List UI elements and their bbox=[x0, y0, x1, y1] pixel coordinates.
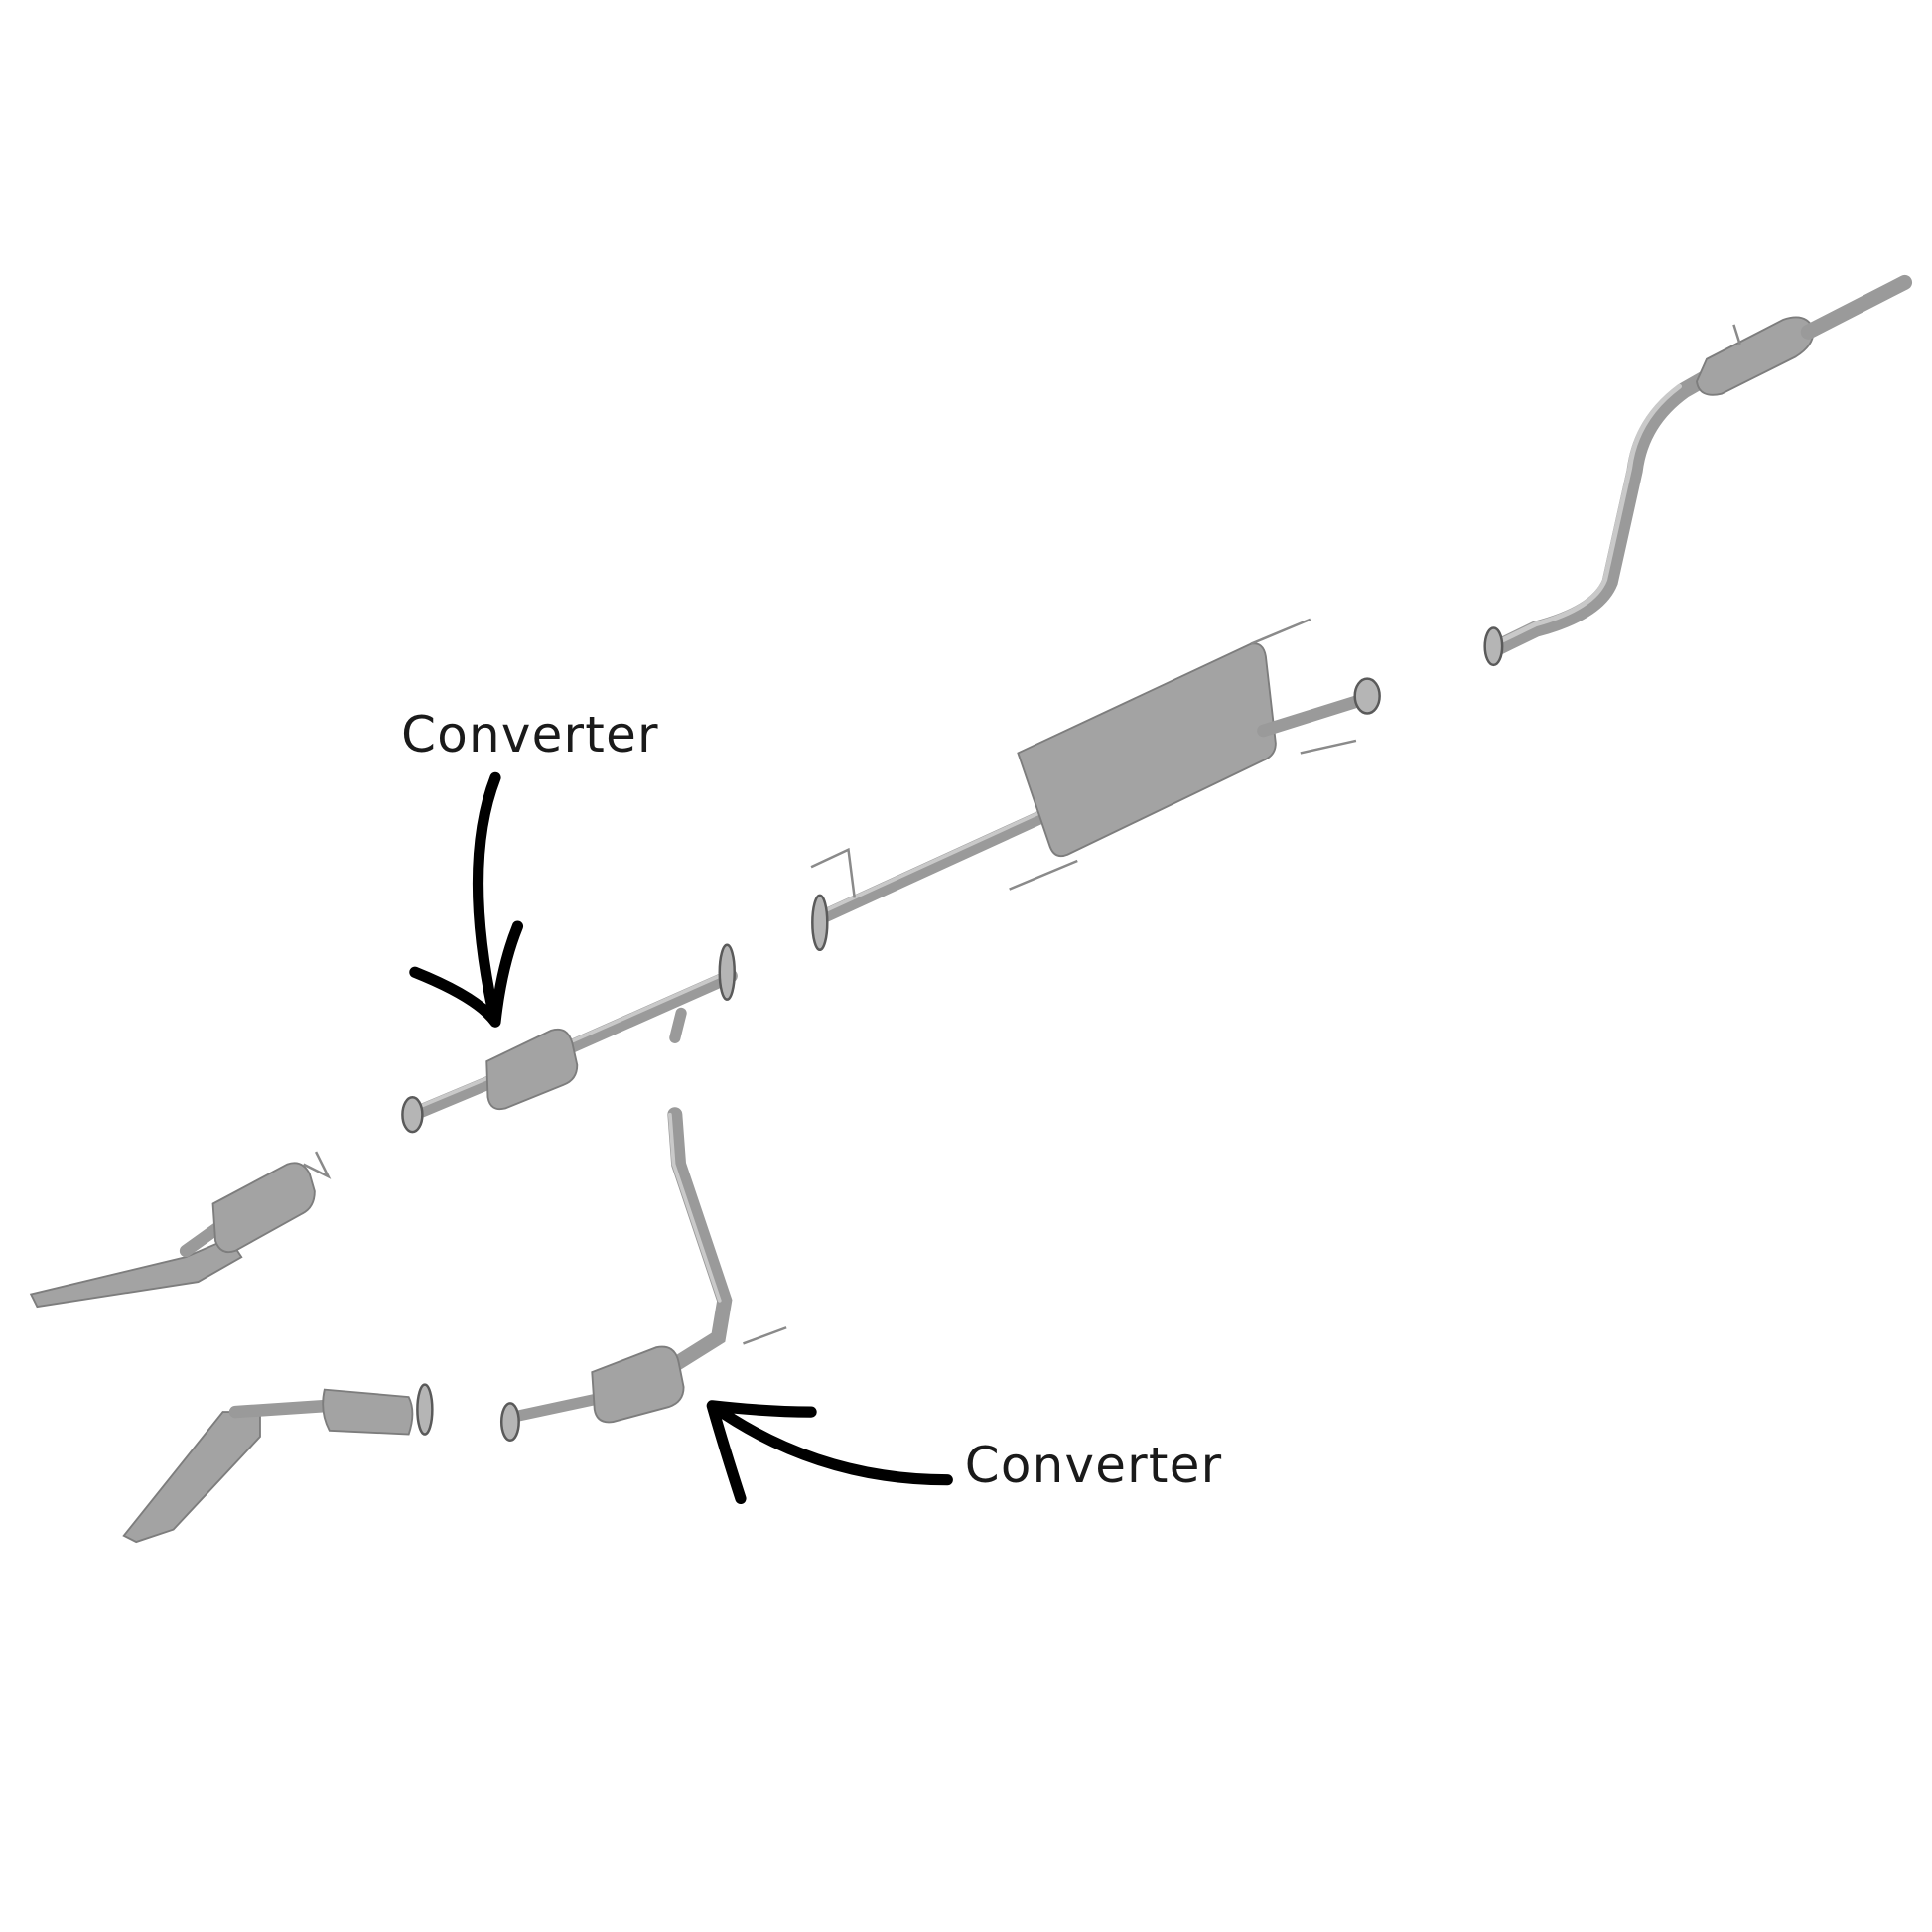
arrow-to-lower-converter bbox=[706, 1400, 953, 1505]
converter-label-upper: Converter bbox=[401, 706, 659, 763]
converter-label-lower: Converter bbox=[965, 1437, 1223, 1494]
y-pipe-with-converter bbox=[499, 1107, 787, 1443]
tailpipe-assembly bbox=[1483, 274, 1913, 667]
arrow-to-upper-converter bbox=[409, 771, 524, 1028]
manifold-converter-lower bbox=[122, 1383, 434, 1544]
manifold-converter-upper bbox=[29, 1151, 332, 1309]
mid-pipe-with-converter bbox=[401, 943, 738, 1134]
muffler-assembly bbox=[810, 618, 1381, 952]
